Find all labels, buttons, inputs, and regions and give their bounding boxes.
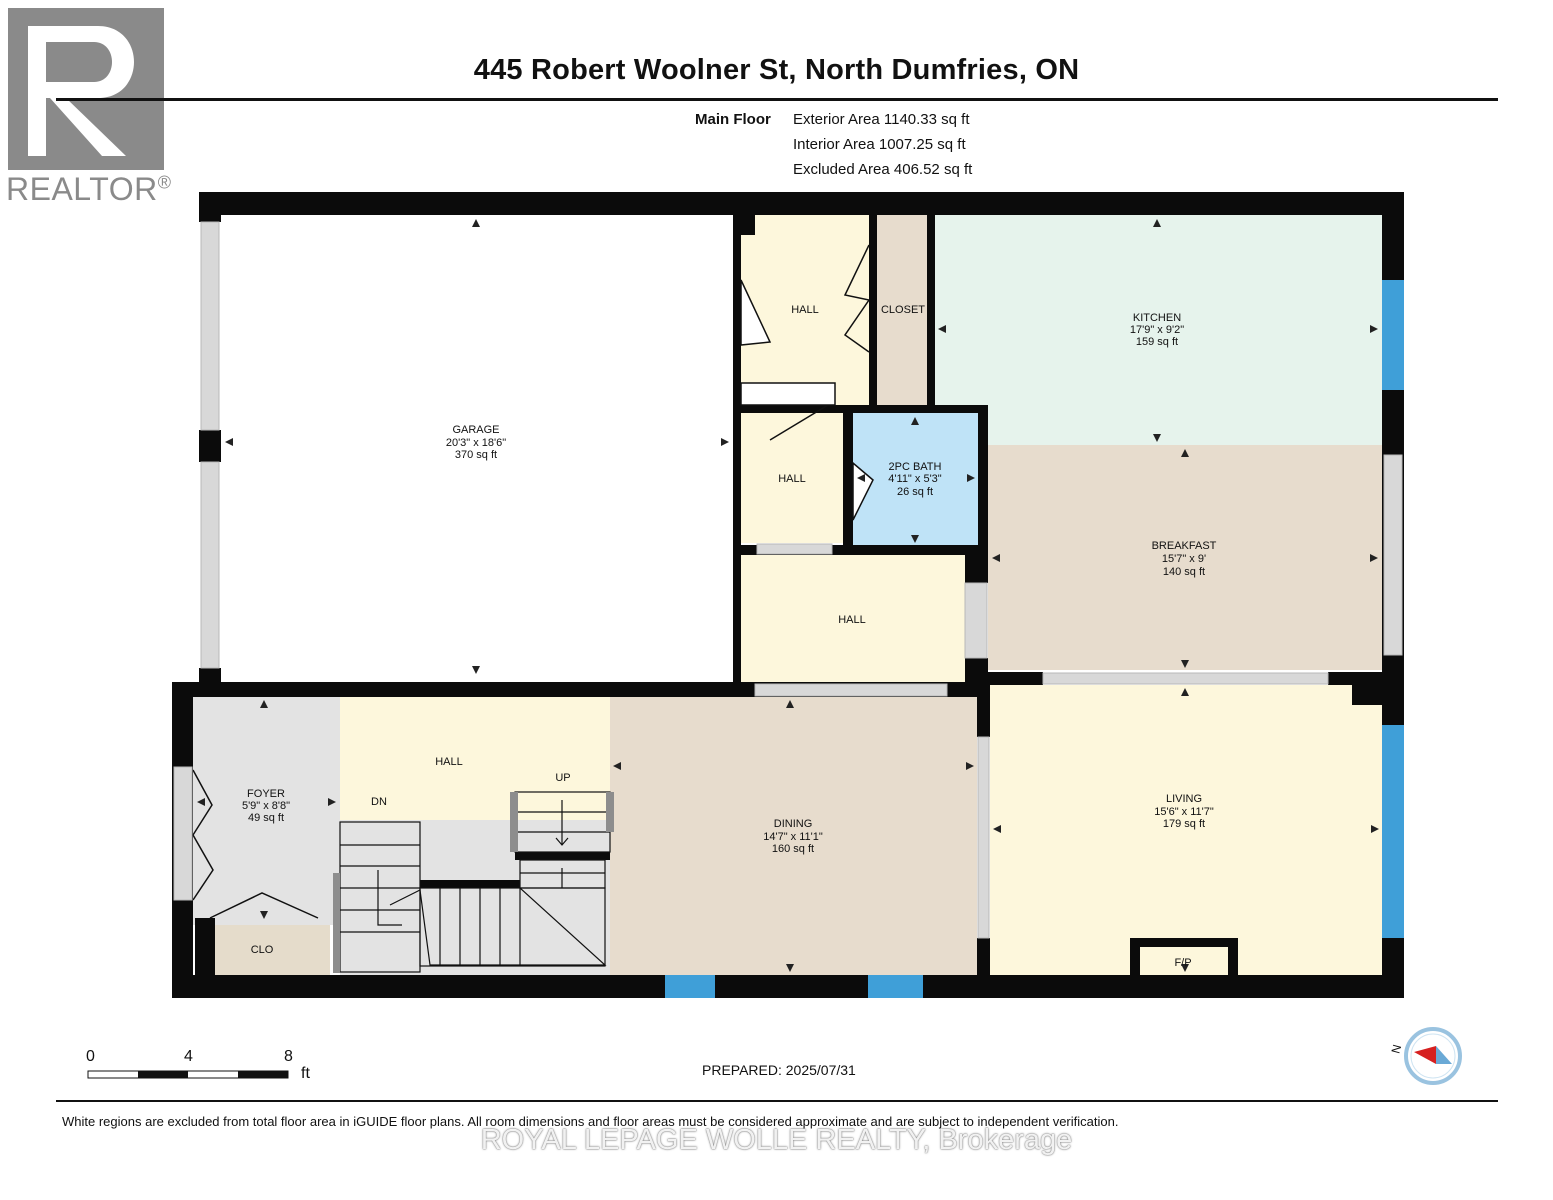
foyer-area: 49 sq ft xyxy=(248,812,284,824)
dining-name: DINING xyxy=(774,818,813,830)
stair-rail-lower xyxy=(333,873,340,973)
breakfast-fill xyxy=(988,445,1382,670)
closet-fill xyxy=(877,215,927,405)
scale-bar xyxy=(87,1070,289,1079)
fp-name: F/P xyxy=(1174,957,1191,969)
clo-name: CLO xyxy=(251,944,274,956)
foyer-name: FOYER xyxy=(247,788,285,800)
stair-rail-right xyxy=(606,792,614,832)
doors xyxy=(192,244,874,919)
bath-dims: 4'11" x 5'3" xyxy=(888,473,941,485)
living-fill xyxy=(990,685,1382,975)
garage-fill xyxy=(221,215,733,670)
windows xyxy=(665,280,1404,998)
exterior-area: Exterior Area 1140.33 sq ft xyxy=(793,111,970,128)
floor-label: Main Floor xyxy=(695,111,771,128)
scale-unit: ft xyxy=(301,1065,310,1082)
hall-top-name: HALL xyxy=(791,304,819,316)
realtor-r-mark-icon xyxy=(8,8,164,170)
excluded-area: Excluded Area 406.52 sq ft xyxy=(793,161,973,178)
stair-rail-left xyxy=(510,792,518,852)
kitchen-dims: 17'9" x 9'2" xyxy=(1130,324,1184,336)
hall-low-name: HALL xyxy=(838,614,866,626)
bath-name: 2PC BATH xyxy=(889,461,942,473)
clo-fill xyxy=(195,925,330,975)
garage-dims: 20'3" x 18'6" xyxy=(446,437,506,449)
page-title: 445 Robert Woolner St, North Dumfries, O… xyxy=(473,54,1080,86)
kitchen-fill xyxy=(935,215,1382,445)
hall-low-fill xyxy=(741,555,965,682)
garage-name: GARAGE xyxy=(452,424,499,436)
bath-fill xyxy=(853,413,978,545)
breakfast-area: 140 sq ft xyxy=(1163,566,1205,578)
bath-area: 26 sq ft xyxy=(897,486,933,498)
hall-mid-fill xyxy=(741,413,843,543)
hall-bot-name: HALL xyxy=(435,756,463,768)
hall-mid-name: HALL xyxy=(778,473,806,485)
scale-tick-4: 4 xyxy=(184,1048,193,1065)
realtor-logo: REALTOR® xyxy=(6,6,184,211)
fireplace-fill xyxy=(1140,947,1228,975)
registered-mark: ® xyxy=(157,172,172,193)
prepared-date: PREPARED: 2025/07/31 xyxy=(702,1062,856,1078)
breakfast-dims: 15'7" x 9' xyxy=(1162,553,1206,565)
kitchen-name: KITCHEN xyxy=(1133,312,1181,324)
interior-area: Interior Area 1007.25 sq ft xyxy=(793,136,966,153)
stair-fill xyxy=(340,820,610,975)
compass-icon xyxy=(1404,1027,1462,1085)
foyer-fill xyxy=(193,697,340,925)
dining-fill xyxy=(610,697,977,975)
dining-area: 160 sq ft xyxy=(772,843,814,855)
footer-divider xyxy=(56,1100,1498,1102)
realtor-logo-text: REALTOR xyxy=(6,171,158,207)
foyer-dims: 5'9" x 8'8" xyxy=(242,800,290,812)
title-divider xyxy=(56,98,1498,101)
scale-tick-0: 0 xyxy=(86,1048,95,1065)
garage-area: 370 sq ft xyxy=(455,449,497,461)
hall-top-fill xyxy=(741,215,869,405)
closet-name: CLOSET xyxy=(881,304,925,316)
living-area: 179 sq ft xyxy=(1163,818,1205,830)
kitchen-area: 159 sq ft xyxy=(1136,336,1178,348)
dining-dims: 14'7" x 11'1" xyxy=(763,831,823,843)
living-dims: 15'6" x 11'7" xyxy=(1154,806,1214,818)
brokerage-watermark: ROYAL LEPAGE WOLLE REALTY, Brokerage xyxy=(480,1124,1073,1156)
openings xyxy=(173,221,1403,939)
dimension-arrows xyxy=(197,219,1379,972)
scale-tick-8: 8 xyxy=(284,1048,293,1065)
breakfast-name: BREAKFAST xyxy=(1152,540,1217,552)
disclaimer-text: White regions are excluded from total fl… xyxy=(62,1114,1119,1129)
dn-label: DN xyxy=(371,796,387,808)
living-name: LIVING xyxy=(1166,793,1202,805)
up-label: UP xyxy=(555,772,570,784)
